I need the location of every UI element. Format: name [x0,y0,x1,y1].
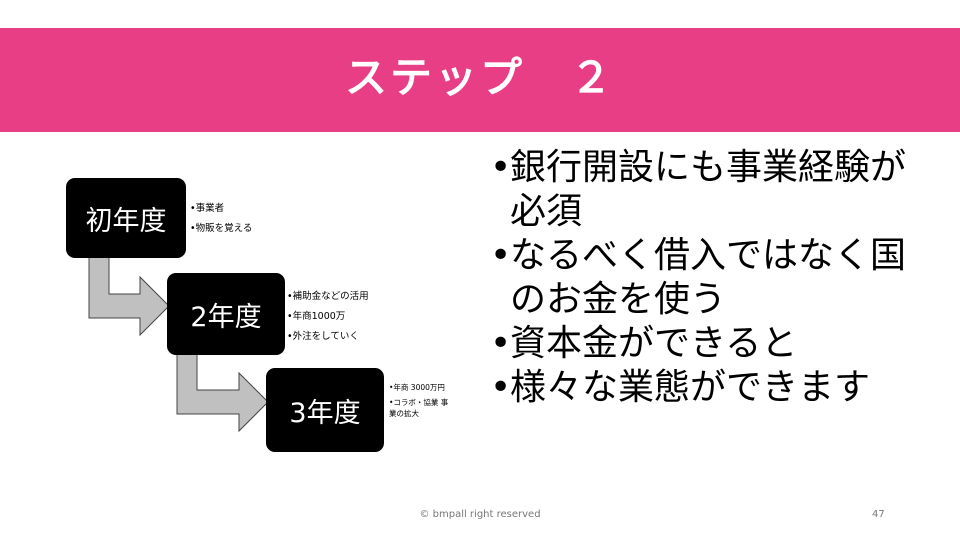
bullet-dot-icon: • [490,367,512,408]
step-box-year-1: 初年度 [66,178,186,258]
bullet-text: 資本金ができると [510,323,798,364]
bent-arrow-1-icon [88,255,170,337]
bullet-dot-icon: • [490,323,512,364]
bullet-text: 銀行開設にも事業経験が必須 [510,147,907,232]
step-note: •年商1000万 [287,311,346,322]
bullet-item: • 資本金ができると [490,322,930,366]
step-note: •物販を覚える [190,223,253,234]
bullet-item: • 様々な業態ができます [490,366,930,410]
bent-arrow-2-icon [176,350,269,433]
page-number: 47 [872,509,885,520]
step-note: •事業者 [190,203,225,214]
step-box-year-3: 3年度 [266,368,384,452]
bullet-text: なるべく借入ではなく国のお金を使う [510,235,907,320]
footer-copyright: © bmpall right reserved [419,509,541,520]
bullet-item: • 銀行開設にも事業経験が必須 [490,146,930,234]
step-note: •コラボ・協業 事業の拡大 [389,398,449,418]
step-box-year-2: 2年度 [167,273,285,355]
step-notes-year-2: •補助金などの活用 •年商1000万 •外注をしていく [287,290,369,350]
bullet-item: • なるべく借入ではなく国のお金を使う [490,234,930,322]
title-banner: ステップ ２ [0,28,960,132]
step-label: 3年度 [289,397,361,429]
bullet-dot-icon: • [490,235,512,276]
step-notes-year-1: •事業者 •物販を覚える [190,202,252,242]
step-note: •年商 3000万円 [389,383,445,392]
step-notes-year-3: •年商 3000万円 •コラボ・協業 事業の拡大 [389,382,451,423]
bullet-text: 様々な業態ができます [510,367,871,408]
step-label: 2年度 [190,301,262,333]
bullet-list: • 銀行開設にも事業経験が必須 • なるべく借入ではなく国のお金を使う • 資本… [490,146,930,410]
step-note: •外注をしていく [287,331,359,342]
step-label: 初年度 [85,205,167,237]
bullet-dot-icon: • [490,147,512,188]
slide-title: ステップ ２ [344,53,615,102]
step-note: •補助金などの活用 [287,291,369,302]
